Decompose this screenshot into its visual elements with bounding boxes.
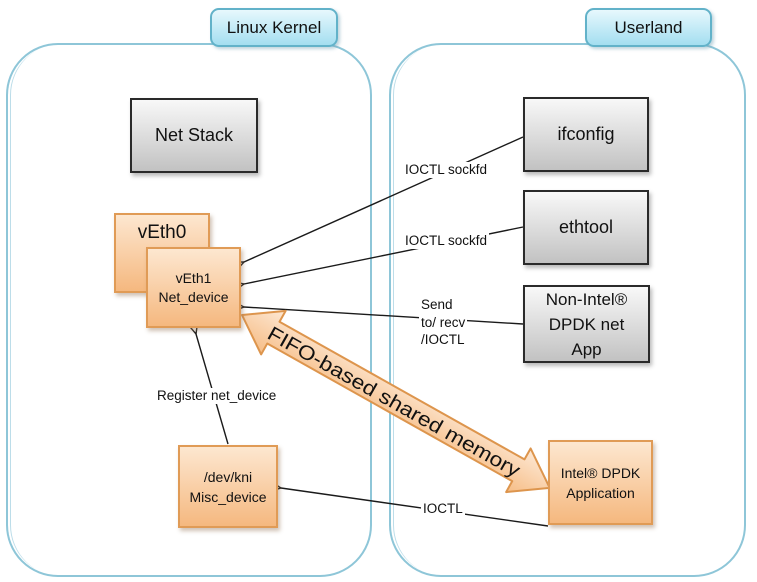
edge-label-ioctl-sockfd-ifconfig: IOCTL sockfd — [403, 162, 490, 178]
fifo-arrow-label: FIFO-based shared memory — [264, 323, 524, 482]
edge-nonintel-to-veth1 — [234, 301, 524, 325]
veth1-line: vEth1 — [175, 269, 212, 286]
edge-label-line: Send — [421, 297, 453, 312]
net-stack-label: Net Stack — [154, 125, 234, 145]
dev-kni-line: /dev/kni — [203, 468, 253, 485]
non-intel-dpdk-app-line: App — [571, 339, 602, 359]
linux-kernel-tab: Linux Kernel — [210, 8, 338, 47]
intel-dpdk-app-line: Application — [566, 484, 635, 501]
non-intel-dpdk-app-line: Non-Intel® — [545, 289, 628, 309]
non-intel-dpdk-app-line: DPDK net — [548, 314, 625, 334]
edge-ifconfig-to-veth1 — [234, 136, 524, 270]
fifo-shared-memory-arrow: FIFO-based shared memory — [241, 309, 551, 494]
non-intel-dpdk-app-node: Non-Intel® DPDK net App — [523, 285, 650, 363]
edge-label-ioctl: IOCTL — [421, 501, 465, 517]
dev-kni-misc-device-node: /dev/kni Misc_device — [178, 445, 278, 528]
veth0-label: vEth0 — [137, 222, 187, 243]
edge-label-register-net-device: Register net_device — [155, 388, 279, 404]
ifconfig-node: ifconfig — [523, 97, 649, 172]
linux-kernel-region — [6, 43, 372, 577]
dev-kni-line: Misc_device — [189, 488, 267, 505]
edge-intelapp-to-devkni — [271, 482, 549, 527]
veth1-net-device-node: vEth1 Net_device — [146, 247, 241, 328]
edge-label-ioctl-sockfd-ethtool: IOCTL sockfd — [403, 233, 490, 249]
linux-kernel-tab-label: Linux Kernel — [226, 17, 322, 37]
edge-label-line: /IOCTL — [421, 332, 465, 347]
intel-dpdk-application-node: Intel® DPDK Application — [548, 440, 653, 525]
ethtool-label: ethtool — [558, 217, 614, 237]
userland-region — [389, 43, 746, 577]
intel-dpdk-app-line: Intel® DPDK — [560, 464, 641, 481]
veth1-line: Net_device — [158, 288, 229, 305]
edge-label-send-recv-ioctl: Send to/ recv /IOCTL — [419, 296, 468, 349]
userland-tab: Userland — [585, 8, 712, 47]
ethtool-node: ethtool — [523, 190, 649, 265]
ifconfig-label: ifconfig — [557, 124, 615, 144]
userland-tab-label: Userland — [614, 17, 683, 37]
edge-label-line: to/ recv — [421, 314, 466, 330]
net-stack-node: Net Stack — [130, 98, 258, 173]
